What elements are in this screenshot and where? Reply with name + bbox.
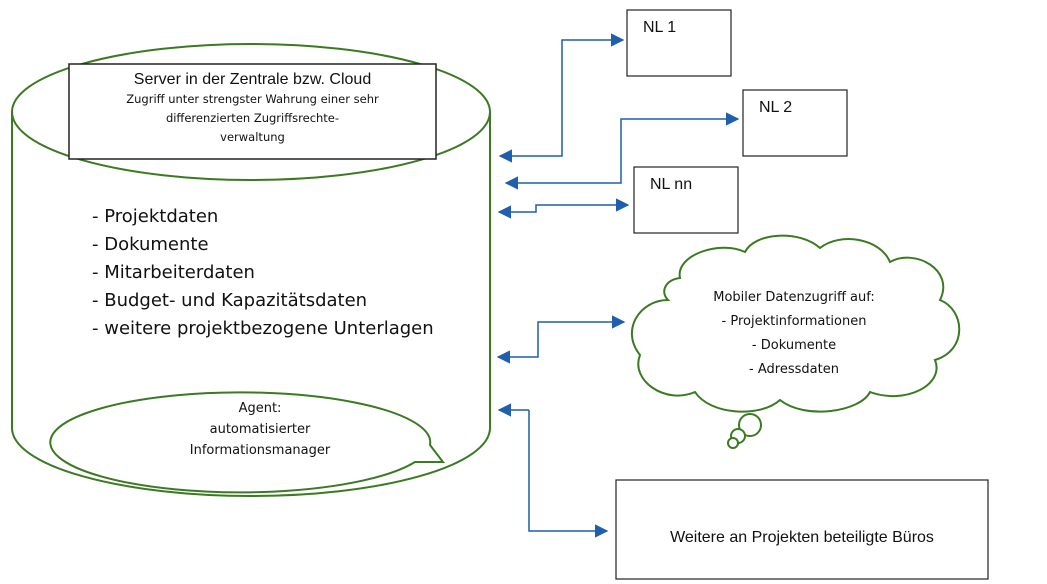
nlnn-label: NL nn <box>650 176 693 193</box>
offices-box <box>615 479 989 580</box>
arrow-nl2 <box>504 112 740 190</box>
arrow-nl1 <box>498 33 625 163</box>
offices-label: Weitere an Projekten beteiligte Büros <box>670 529 934 546</box>
agent-line-3: Informationsmanager <box>189 443 331 458</box>
list-item: - Mitarbeiterdaten <box>92 262 255 283</box>
mobile-title: Mobiler Datenzugriff auf: <box>713 290 875 305</box>
mobile-item-2: - Dokumente <box>751 338 837 353</box>
mobile-item-3: - Adressdaten <box>749 362 839 377</box>
mobile-text: Mobiler Datenzugriff auf: - Projektinfor… <box>680 286 908 382</box>
nl2-label: NL 2 <box>759 99 793 116</box>
agent-text: Agent: automatisierter Informationsmanag… <box>130 398 390 461</box>
list-item: - Dokumente <box>92 234 209 255</box>
nl1-box <box>626 9 732 77</box>
list-item: - weitere projektbezogene Unterlagen <box>92 318 434 339</box>
agent-speech-bubble <box>49 391 446 494</box>
arrow-mobile <box>496 315 626 364</box>
server-title-text: Server in der Zentrale bzw. Cloud Zugrif… <box>69 70 436 147</box>
server-line-1: Zugriff unter strengster Wahrung einer s… <box>126 92 379 106</box>
arrow-offices <box>528 410 609 538</box>
server-data-list: - Projektdaten - Dokumente - Mitarbeiter… <box>92 203 434 343</box>
agent-line-2: automatisierter <box>209 422 311 437</box>
nl1-label: NL 1 <box>643 19 677 36</box>
thought-cloud <box>630 234 961 449</box>
server-line-3: verwaltung <box>220 130 285 144</box>
nl2-box <box>742 89 848 157</box>
arrow-nlnn <box>497 198 630 219</box>
mobile-item-1: - Projektinformationen <box>721 314 867 329</box>
server-title-box <box>68 63 437 160</box>
list-item: - Projektdaten <box>92 206 219 227</box>
server-line-2: differenzierten Zugriffsrechte- <box>165 111 340 125</box>
connectors <box>496 33 740 538</box>
server-title: Server in der Zentrale bzw. Cloud <box>133 71 372 88</box>
list-item: - Budget- und Kapazitätsdaten <box>92 290 368 311</box>
server-cylinder <box>11 43 491 497</box>
agent-line-1: Agent: <box>238 401 282 416</box>
